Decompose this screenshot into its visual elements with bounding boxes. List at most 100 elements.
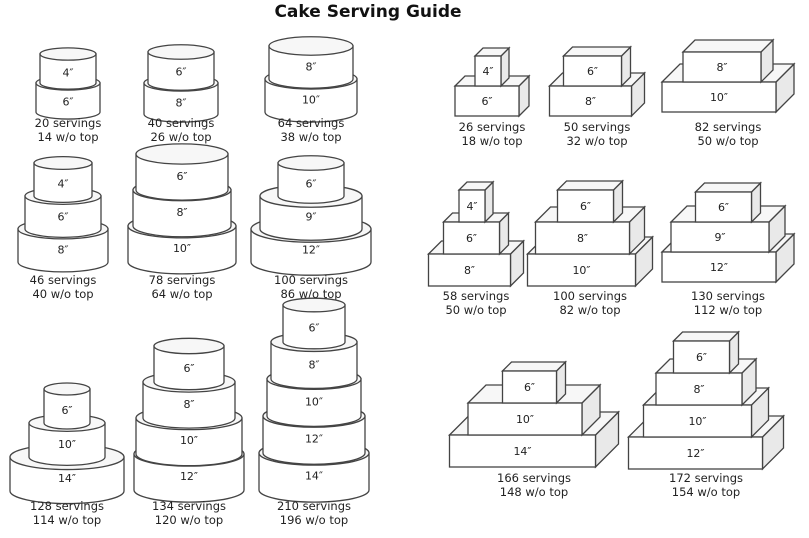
servings-label: 58 servings: [443, 289, 510, 303]
square-tier: 6″: [671, 330, 741, 375]
tier-top: [681, 39, 775, 53]
servings-label: 26 servings: [459, 120, 526, 134]
tier-side: [135, 153, 229, 201]
page-title: Cake Serving Guide: [274, 2, 462, 22]
tier-size-label: 8″: [464, 264, 475, 277]
tier-size-label: 14″: [58, 472, 76, 485]
without-top-label: 82 w/o top: [559, 303, 620, 317]
tier-size-label: 6″: [466, 232, 477, 245]
tier-side: [24, 195, 102, 239]
tier-size-label: 8″: [305, 61, 316, 74]
tier-side: [258, 452, 370, 503]
tier-top: [135, 143, 229, 165]
square-tier: 8″: [654, 357, 758, 407]
without-top-label: 64 w/o top: [151, 287, 212, 301]
without-top-label: 50 w/o top: [445, 303, 506, 317]
tier-size-label: 4″: [466, 200, 477, 213]
tier-front: [556, 189, 615, 223]
tier-top: [500, 361, 568, 372]
servings-label: 64 servings: [278, 116, 345, 130]
tier-front: [642, 404, 753, 438]
tier-top: [277, 155, 345, 171]
tier-size-label: 8″: [577, 232, 588, 245]
square-tier: 6″: [693, 181, 763, 224]
tier-top: [671, 331, 741, 342]
tier-side: [143, 82, 219, 123]
tier-side: [262, 415, 366, 465]
tier-front: [458, 189, 486, 223]
tier-front: [682, 51, 762, 83]
servings-label: 46 servings: [30, 273, 97, 287]
servings-label: 130 servings: [691, 289, 765, 303]
tier-size-label: 10″: [572, 264, 590, 277]
without-top-label: 14 w/o top: [37, 130, 98, 144]
square-tier: 8″: [681, 38, 775, 84]
tier-front: [672, 340, 731, 374]
tier-size-label: 12″: [686, 447, 704, 460]
tier-size-label: 6″: [524, 381, 535, 394]
servings-label: 100 servings: [274, 273, 348, 287]
without-top-label: 114 w/o top: [33, 513, 101, 527]
tier-size-label: 8″: [693, 383, 704, 396]
tier-side: [39, 53, 97, 90]
tier-front: [661, 81, 777, 113]
square-tier: 10″: [466, 383, 602, 437]
servings-label: 78 servings: [149, 273, 216, 287]
tier-size-label: 10″: [58, 438, 76, 451]
servings-label: 166 servings: [497, 471, 571, 485]
round-tier: 8″: [268, 36, 354, 89]
tier-top: [39, 47, 97, 61]
tier-front: [474, 55, 502, 87]
round-tier: 6″: [282, 297, 346, 350]
tier-side: [28, 422, 106, 467]
tier-size-label: 9″: [305, 211, 316, 224]
tier-top: [268, 36, 354, 56]
tier-top: [153, 337, 225, 355]
tier-side: [277, 162, 345, 204]
servings-label: 82 servings: [695, 120, 762, 134]
tier-size-label: 6″: [57, 211, 68, 224]
tier-size-label: 10″: [180, 434, 198, 447]
tier-side: [268, 45, 354, 89]
servings-label: 134 servings: [152, 499, 226, 513]
without-top-label: 18 w/o top: [461, 134, 522, 148]
tier-side: [147, 51, 215, 91]
without-top-label: 196 w/o top: [280, 513, 348, 527]
tier-size-label: 8″: [176, 206, 187, 219]
square-tier: 6″: [555, 179, 625, 224]
tier-size-label: 4″: [57, 178, 68, 191]
tier-side: [35, 82, 101, 120]
tier-size-label: 6″: [696, 351, 707, 364]
tier-size-label: 10″: [710, 91, 728, 104]
tier-size-label: 9″: [714, 231, 725, 244]
tier-size-label: 6″: [62, 96, 73, 109]
servings-label: 100 servings: [553, 289, 627, 303]
tier-size-label: 8″: [175, 97, 186, 110]
tier-size-label: 10″: [302, 94, 320, 107]
tier-size-label: 10″: [516, 413, 534, 426]
tier-size-label: 4″: [482, 65, 493, 78]
tier-side: [270, 341, 358, 390]
square-tier: 12″: [660, 232, 796, 284]
tier-front: [670, 221, 770, 253]
tier-size-label: 6″: [308, 322, 319, 335]
tier-size-label: 6″: [305, 178, 316, 191]
servings-label: 172 servings: [669, 471, 743, 485]
without-top-label: 38 w/o top: [280, 130, 341, 144]
without-top-label: 112 w/o top: [694, 303, 762, 317]
tier-side: [17, 228, 109, 273]
tier-size-label: 6″: [183, 362, 194, 375]
round-tier: 6″: [153, 337, 225, 391]
without-top-label: 120 w/o top: [155, 513, 223, 527]
tier-top: [282, 297, 346, 313]
